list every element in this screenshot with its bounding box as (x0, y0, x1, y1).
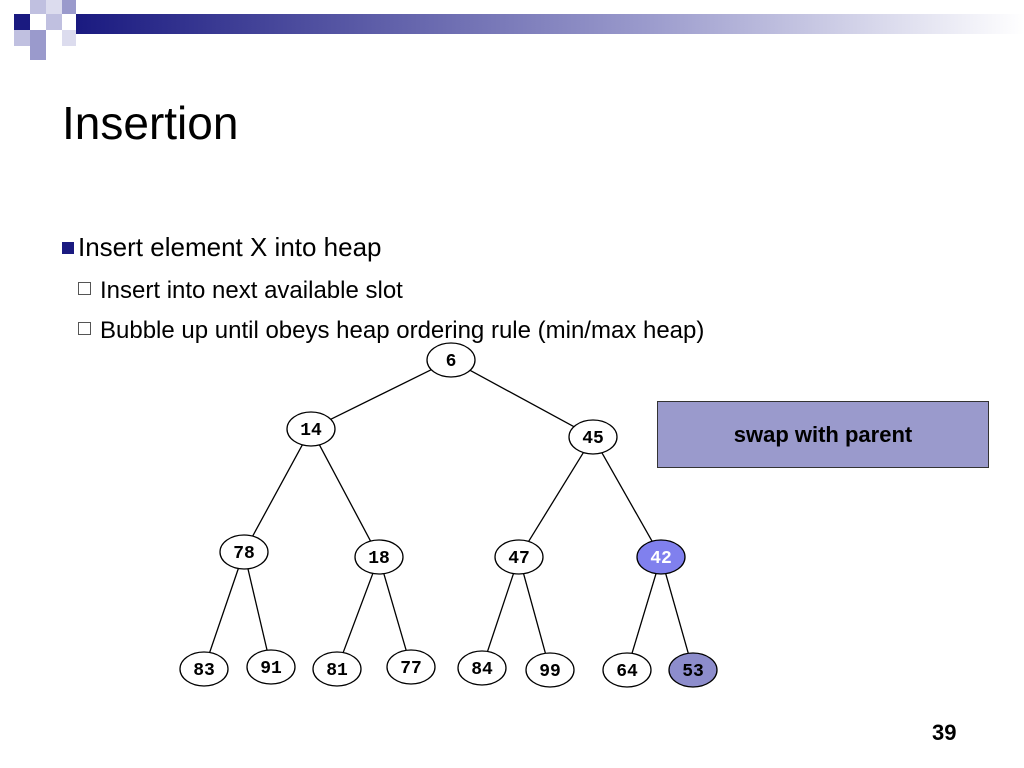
tree-edge-78-91 (247, 568, 268, 651)
node-circle (457, 650, 507, 686)
node-circle (602, 652, 652, 688)
node-label: 47 (508, 549, 530, 569)
tree-edge-42-53 (665, 573, 689, 654)
node-circle (494, 539, 544, 575)
node-circle (354, 539, 404, 575)
hollow-square-bullet-icon (78, 282, 91, 295)
node-label: 77 (400, 659, 422, 679)
node-label: 78 (233, 544, 255, 564)
heap-node-53: 53 (668, 652, 718, 688)
node-label: 91 (260, 659, 282, 679)
node-label: 53 (682, 662, 704, 682)
tree-edge-45-47 (528, 452, 584, 542)
tree-edge-47-84 (486, 573, 515, 652)
sub-bullet-text: Insert into next available slot (100, 277, 403, 304)
node-label: 84 (471, 660, 493, 680)
node-circle (636, 539, 686, 575)
tree-edge-6-14 (330, 369, 432, 420)
node-label: 14 (300, 421, 322, 441)
deco-square (30, 30, 46, 46)
node-circle (179, 651, 229, 687)
heap-node-18: 18 (354, 539, 404, 575)
node-circle (386, 649, 436, 685)
node-circle (668, 652, 718, 688)
deco-square (30, 0, 46, 14)
page-number: 39 (932, 720, 957, 745)
node-label: 42 (650, 549, 672, 569)
heap-node-83: 83 (179, 651, 229, 687)
tree-edge-6-45 (469, 369, 575, 428)
header-decoration (14, 0, 1024, 60)
slide-title: Insertion (62, 97, 239, 149)
node-circle (525, 652, 575, 688)
deco-square (46, 14, 62, 30)
heap-node-99: 99 (525, 652, 575, 688)
tree-edge-47-99 (522, 573, 547, 654)
sub-bullet-bubble-up: Bubble up until obeys heap ordering rule… (78, 316, 704, 346)
heap-node-84: 84 (457, 650, 507, 686)
tree-edge-78-83 (209, 568, 239, 653)
swap-callout: swap with parent (657, 401, 989, 468)
heap-node-91: 91 (246, 649, 296, 685)
heap-node-6: 6 (426, 342, 476, 378)
tree-edge-14-18 (318, 444, 372, 542)
node-label: 99 (539, 662, 561, 682)
tree-edge-14-78 (252, 444, 303, 537)
heap-node-78: 78 (219, 534, 269, 570)
node-label: 64 (616, 662, 638, 682)
tree-edge-18-77 (383, 573, 407, 651)
deco-square (14, 14, 30, 30)
deco-square (46, 0, 62, 14)
square-bullet-icon (62, 242, 74, 254)
tree-edges (209, 369, 689, 654)
tree-edge-42-64 (631, 573, 657, 654)
node-circle (426, 342, 476, 378)
deco-square (62, 30, 76, 46)
heap-node-42: 42 (636, 539, 686, 575)
heap-node-47: 47 (494, 539, 544, 575)
heap-node-14: 14 (286, 411, 336, 447)
bullet-insert-element: Insert element X into heap (62, 231, 382, 263)
node-circle (286, 411, 336, 447)
heap-node-64: 64 (602, 652, 652, 688)
tree-nodes: 6 14 45 78 18 47 42 83 91 81 77 84 99 64 53 (179, 342, 718, 688)
sub-bullet-text: Bubble up until obeys heap ordering rule… (100, 317, 705, 344)
bullet-text: Insert element X into heap (78, 232, 382, 262)
node-label: 83 (193, 661, 215, 681)
deco-square (14, 30, 30, 46)
node-label: 45 (582, 429, 604, 449)
node-circle (568, 419, 618, 455)
callout-text: swap with parent (733, 421, 913, 447)
sub-bullet-next-slot: Insert into next available slot (78, 276, 403, 306)
node-label: 18 (368, 549, 390, 569)
node-label: 81 (326, 661, 348, 681)
node-circle (246, 649, 296, 685)
node-label: 6 (446, 352, 457, 372)
deco-square (62, 0, 76, 14)
tree-edge-18-81 (342, 573, 374, 653)
header-band (76, 14, 1024, 34)
node-circle (312, 651, 362, 687)
heap-node-45: 45 (568, 419, 618, 455)
hollow-square-bullet-icon (78, 322, 91, 335)
tree-edge-45-42 (601, 452, 653, 542)
node-circle (219, 534, 269, 570)
heap-node-77: 77 (386, 649, 436, 685)
heap-node-81: 81 (312, 651, 362, 687)
deco-square (30, 46, 46, 60)
